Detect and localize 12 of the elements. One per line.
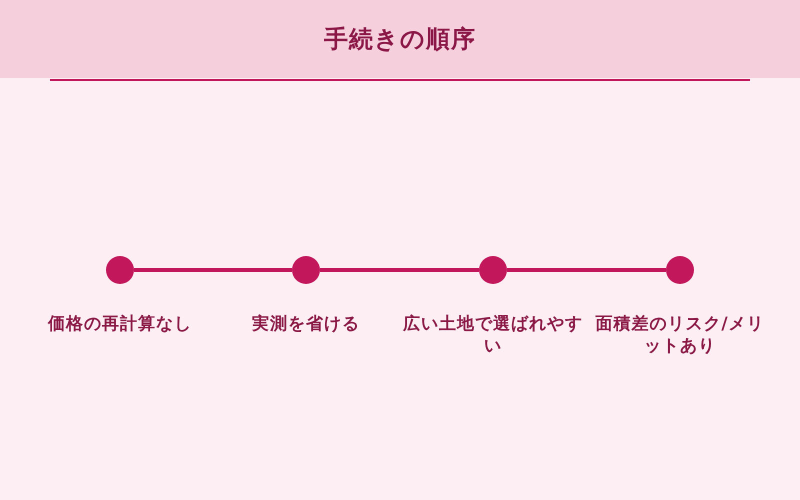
connector-line xyxy=(134,268,292,272)
step-label: 実測を省ける xyxy=(251,313,361,335)
connector-line xyxy=(320,268,479,272)
step-label: 広い土地で選ばれやすい xyxy=(402,313,584,357)
step-label: 価格の再計算なし xyxy=(46,313,193,335)
timeline-dot xyxy=(106,256,134,284)
timeline-dot xyxy=(666,256,694,284)
step-label: 面積差のリスク/メリットあり xyxy=(594,313,766,357)
timeline-dot xyxy=(292,256,320,284)
title: 手続きの順序 xyxy=(324,24,476,55)
connector-line xyxy=(507,268,666,272)
timeline-dot xyxy=(479,256,507,284)
